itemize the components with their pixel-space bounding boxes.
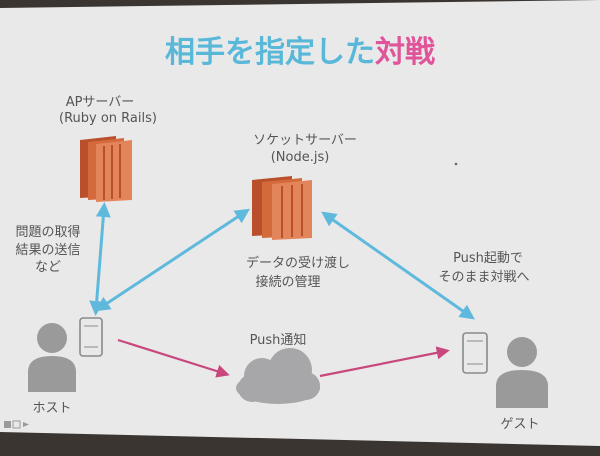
ap-server-icon xyxy=(80,136,132,202)
socket-server-icon xyxy=(252,176,312,240)
left-note-line3: など xyxy=(35,260,61,275)
socket-server-label: ソケットサーバー xyxy=(253,133,357,148)
socket-desc-line1: データの受け渡し xyxy=(246,255,350,271)
host-person-icon xyxy=(28,323,76,392)
push-guest-arrow xyxy=(319,346,450,378)
host-push-arrow xyxy=(117,338,230,378)
guest-person-icon xyxy=(496,337,548,408)
stray-mark xyxy=(454,162,458,166)
slide-title: 相手を指定した対戦 xyxy=(165,35,435,70)
socket-desc-line2: 接続の管理 xyxy=(255,274,320,290)
push-label: Push通知 xyxy=(250,332,307,348)
host-smartphone-icon xyxy=(79,317,103,357)
guest-socket-arrow xyxy=(321,211,475,320)
right-note-line1: Push起動で xyxy=(453,251,523,266)
guest-label: ゲスト xyxy=(500,417,539,432)
left-note-line2: 結果の送信 xyxy=(15,243,80,258)
ap-server-label: APサーバー xyxy=(66,95,135,110)
ap-server-sublabel: (Ruby on Rails) xyxy=(59,111,157,126)
right-note-line2: そのまま対戦へ xyxy=(438,270,529,285)
slide-nav-controls[interactable] xyxy=(4,420,29,429)
host-label: ホスト xyxy=(32,401,71,416)
cloud-icon xyxy=(236,348,320,404)
host-socket-arrow xyxy=(94,208,251,312)
guest-smartphone-icon xyxy=(462,332,488,374)
left-note-line1: 問題の取得 xyxy=(15,224,80,240)
socket-server-sublabel: (Node.js) xyxy=(271,150,330,165)
